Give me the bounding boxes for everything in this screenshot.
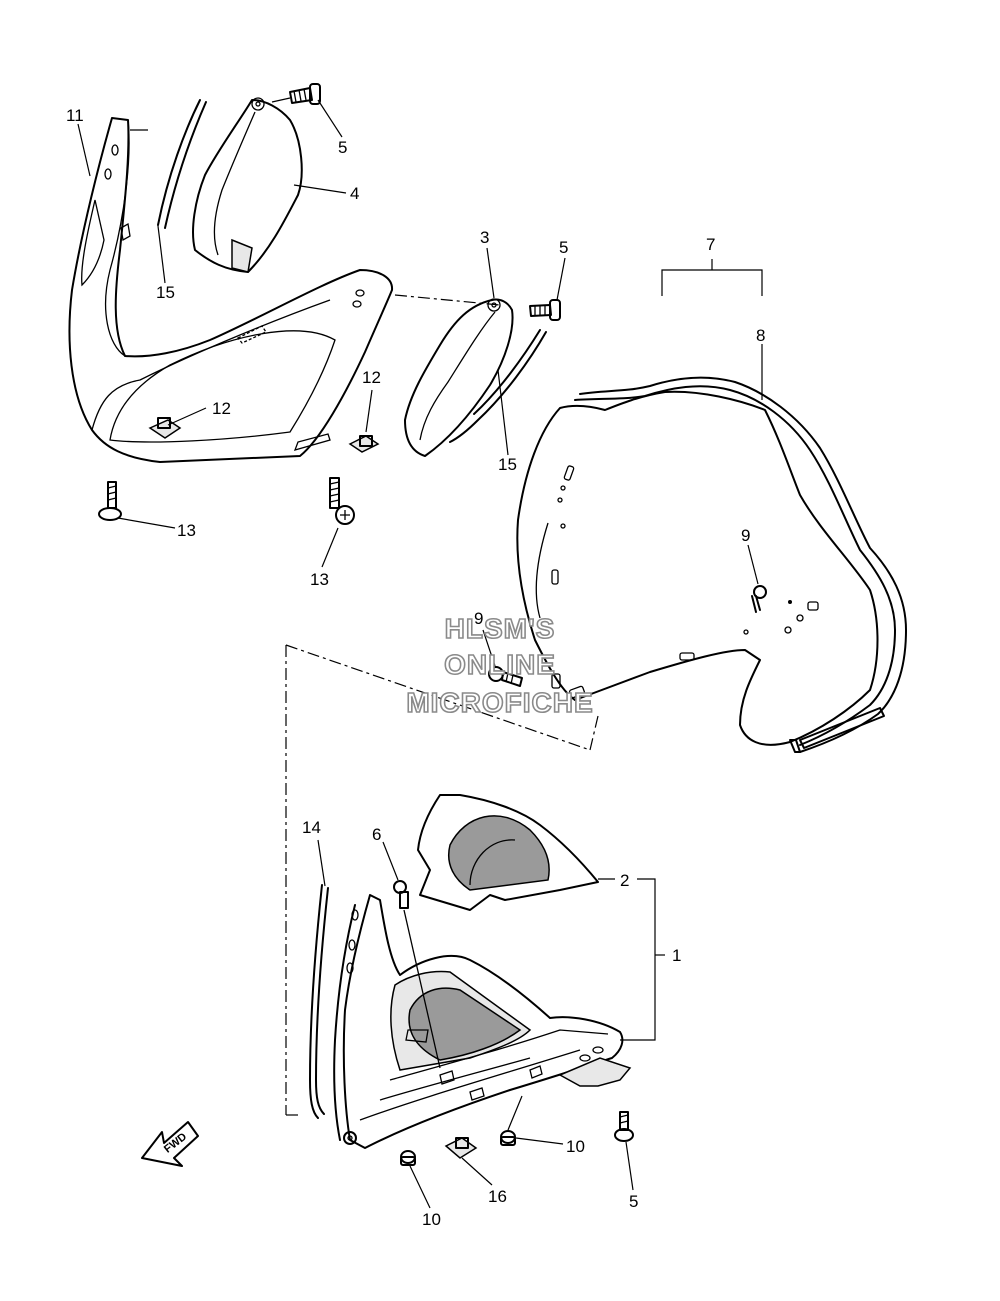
part-15-seal-left xyxy=(157,99,207,229)
callout-3: 3 xyxy=(480,228,489,247)
part-9-screw-right xyxy=(743,585,767,635)
part-3-small-duct xyxy=(404,298,514,457)
callout-10-left: 10 xyxy=(422,1210,441,1229)
part-2-duct-panel xyxy=(417,794,599,911)
part-8-windscreen xyxy=(516,376,907,753)
callout-5-mid: 5 xyxy=(559,238,568,257)
callout-1: 1 xyxy=(672,946,681,965)
part-5-screw-mid xyxy=(394,294,561,321)
callout-13-mid: 13 xyxy=(310,570,329,589)
callout-2: 2 xyxy=(620,871,629,890)
callout-9-left: 9 xyxy=(474,609,483,628)
part-10-grommet-left xyxy=(400,1150,416,1166)
assembly-lines xyxy=(285,644,599,1116)
watermark-line-2: ONLINE xyxy=(444,649,556,680)
part-12-nut-right xyxy=(348,435,380,453)
part-5-screw-bottom xyxy=(614,1111,634,1142)
part-12-nut-left xyxy=(148,417,182,439)
part-5-screw-top xyxy=(271,83,321,105)
callout-7: 7 xyxy=(706,235,715,254)
part-1-lower-cowling xyxy=(333,894,632,1149)
part-16-nut xyxy=(444,1137,478,1159)
callout-5-top: 5 xyxy=(338,138,347,157)
callout-4: 4 xyxy=(350,184,359,203)
leader-lines xyxy=(77,99,763,1209)
watermark-line-3: MICROFICHE xyxy=(406,687,593,718)
part-13-screw-mid xyxy=(329,477,355,525)
fwd-arrow-icon: FWD xyxy=(141,1121,199,1167)
part-10-grommet-right xyxy=(500,1130,516,1146)
callout-6: 6 xyxy=(372,825,381,844)
callout-14: 14 xyxy=(302,818,321,837)
part-14-seal xyxy=(309,884,329,1119)
callout-15-right: 15 xyxy=(498,455,517,474)
callout-9-right: 9 xyxy=(741,526,750,545)
callout-15-left: 15 xyxy=(156,283,175,302)
part-13-screw-left xyxy=(98,481,122,521)
callout-10-right: 10 xyxy=(566,1137,585,1156)
part-11-inner-panel xyxy=(68,117,394,463)
callout-12-left: 12 xyxy=(212,399,231,418)
watermark: HLSM'S ONLINE MICROFICHE xyxy=(406,612,594,719)
callout-12-right: 12 xyxy=(362,368,381,387)
callout-13-left: 13 xyxy=(177,521,196,540)
callout-8: 8 xyxy=(756,326,765,345)
callout-16: 16 xyxy=(488,1187,507,1206)
part-9-screw-left xyxy=(488,666,523,687)
callout-labels: 11 15 5 4 3 5 7 8 12 12 15 13 13 9 9 14 … xyxy=(66,106,765,1229)
part-4-duct-cover xyxy=(192,97,303,273)
callout-11: 11 xyxy=(66,106,84,125)
watermark-line-1: HLSM'S xyxy=(445,613,556,644)
callout-5-bottom: 5 xyxy=(629,1192,638,1211)
part-15-seal-right xyxy=(449,329,547,443)
part-6-screw xyxy=(393,880,441,1069)
